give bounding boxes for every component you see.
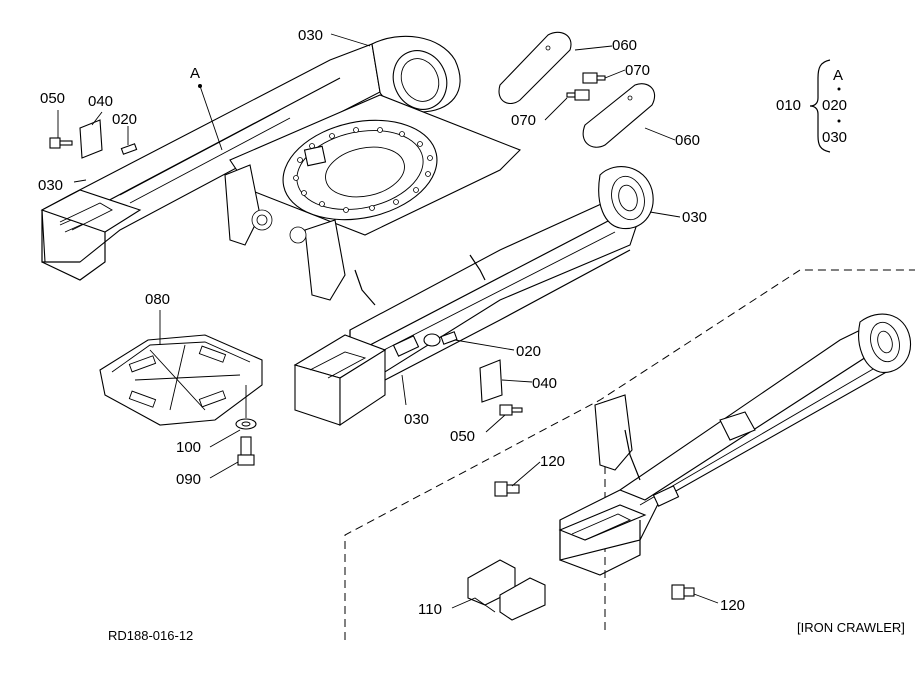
assembly-dot-2 xyxy=(837,119,841,123)
label-070-top: 070 xyxy=(625,62,650,79)
track-frame-main xyxy=(40,35,654,427)
cover-plate-upper xyxy=(498,31,572,104)
label-120-bottom: 120 xyxy=(720,597,745,614)
plate-040-left xyxy=(79,119,103,159)
bolt-090 xyxy=(237,436,255,466)
label-050-center: 050 xyxy=(450,428,475,445)
bracket-110-right xyxy=(499,577,546,621)
callout-A-dot xyxy=(198,84,202,88)
assembly-item-030: 030 xyxy=(822,129,847,146)
plate-040-center xyxy=(479,359,503,403)
label-040-left: 040 xyxy=(88,93,113,110)
label-110: 110 xyxy=(418,601,442,618)
label-030-right: 030 xyxy=(682,209,707,226)
label-050-left: 050 xyxy=(40,90,65,107)
label-030-left: 030 xyxy=(38,177,63,194)
label-070-mid: 070 xyxy=(511,112,536,129)
assembly-item-a: A xyxy=(833,67,843,84)
washer-100 xyxy=(235,418,257,430)
bolt-050-left xyxy=(49,137,73,149)
callout-labels: 030 060 070 070 060 030 A 050 040 020 03… xyxy=(38,27,745,618)
assembly-main-number: 010 xyxy=(776,97,801,114)
bolt-120-bottom xyxy=(671,584,695,600)
bearing-bolt-holes xyxy=(293,127,433,213)
drawing-reference-code: RD188-016-12 xyxy=(108,628,193,643)
label-060-mid: 060 xyxy=(675,132,700,149)
bottom-plate xyxy=(99,334,263,426)
bolt-070-mid xyxy=(566,89,590,101)
cover-plate-lower xyxy=(582,83,656,148)
assembly-item-020: 020 xyxy=(822,97,847,114)
shim-020-center xyxy=(423,331,458,347)
label-100: 100 xyxy=(176,439,201,456)
detail-frame-outline xyxy=(344,269,915,640)
label-120-top: 120 xyxy=(540,453,565,470)
bolt-070-top xyxy=(582,72,606,84)
label-060-top: 060 xyxy=(612,37,637,54)
label-020-left: 020 xyxy=(112,111,137,128)
shim-020-left xyxy=(120,143,138,155)
label-030-top: 030 xyxy=(298,27,323,44)
assembly-key: 010 A 020 030 xyxy=(776,59,847,153)
label-A: A xyxy=(190,65,200,82)
bolt-050-center xyxy=(499,404,523,416)
label-030-center: 030 xyxy=(404,411,429,428)
bolt-120-top xyxy=(494,481,520,497)
track-frame-detail xyxy=(558,313,912,576)
leader-lines xyxy=(57,33,719,613)
label-040-center: 040 xyxy=(532,375,557,392)
label-080: 080 xyxy=(145,291,170,308)
label-090: 090 xyxy=(176,471,201,488)
assembly-dot-1 xyxy=(837,87,841,91)
label-020-center: 020 xyxy=(516,343,541,360)
variant-note: [IRON CRAWLER] xyxy=(797,620,905,635)
